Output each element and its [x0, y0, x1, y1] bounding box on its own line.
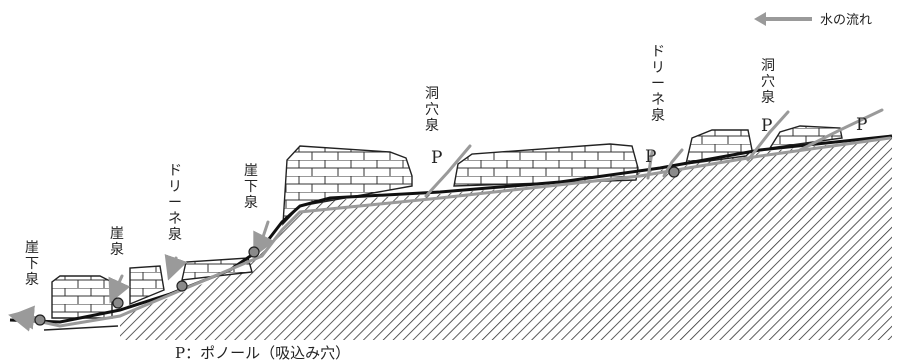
limestone-blocks	[51, 125, 843, 319]
flow-legend-label: 水の流れ	[820, 13, 873, 28]
bedrock-hatched	[120, 138, 892, 340]
label-cliff-spring-3: 崖下泉	[244, 163, 258, 211]
spring-dot	[668, 166, 680, 178]
caption: P：ポノール（吸込み穴）	[175, 344, 351, 362]
label-doline-spring-2: ドリーネ泉	[651, 44, 665, 124]
ponor-mark: P	[761, 116, 773, 136]
label-cliff-spring-1: 崖下泉	[25, 240, 39, 288]
water-flow	[8, 108, 892, 332]
label-doline-spring-1: ドリーネ泉	[168, 163, 182, 243]
lower-baseline	[43, 325, 119, 331]
flow-arrow-icon	[754, 11, 812, 26]
label-cave-spring-2: 洞穴泉	[761, 58, 775, 106]
spring-dot	[248, 246, 260, 258]
spring-dot	[176, 280, 188, 292]
spring-points	[34, 166, 680, 326]
spring-dot	[34, 314, 46, 326]
flow-legend: 水の流れ	[752, 9, 872, 28]
spring-dot	[112, 297, 124, 309]
label-cave-spring-1: 洞穴泉	[425, 86, 439, 134]
ponor-mark: P	[856, 115, 868, 135]
ground-surface	[9, 134, 893, 324]
ponor-mark: P	[645, 147, 657, 167]
ponor-mark: P	[431, 148, 443, 168]
label-cliff-spring-2: 崖泉	[110, 226, 124, 258]
